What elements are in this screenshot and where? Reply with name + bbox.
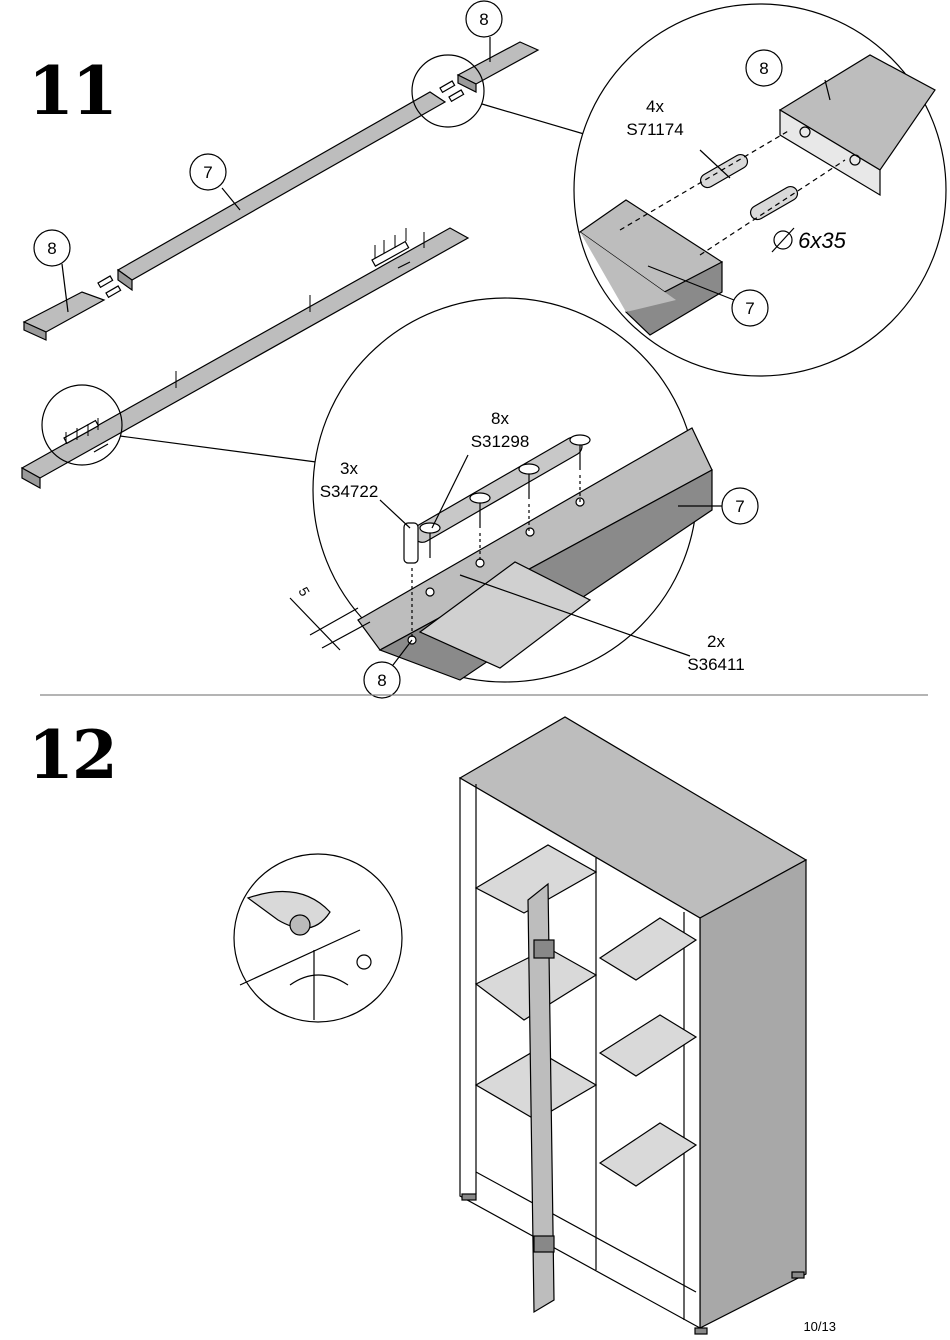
- page-number: 10/13: [803, 1319, 836, 1334]
- dowel-code: S71174: [626, 120, 683, 139]
- end-piece-part-8-top: [456, 41, 540, 93]
- callout-8-zoom2: 8: [377, 671, 386, 690]
- tiny-screws: [65, 228, 425, 444]
- rail-assembled: [20, 227, 470, 490]
- detail-circle-small-top: [411, 54, 485, 128]
- callout-7-zoom: 7: [745, 299, 754, 318]
- callout-8-zoom: 8: [759, 59, 768, 78]
- zoom-detail-dowel: [573, 3, 947, 377]
- dowel-size: 6x35: [798, 228, 846, 253]
- cabinet: [458, 716, 808, 1335]
- callout-8-top: 8: [479, 10, 488, 29]
- plate-code: S36411: [687, 655, 744, 674]
- callout-8-left: 8: [47, 239, 56, 258]
- rail-part-7: [116, 91, 447, 292]
- zoom-detail-screws: [289, 297, 722, 683]
- hinge-detail: [233, 853, 403, 1023]
- callout-7-rail: 7: [203, 163, 212, 182]
- screw-qty: 8x: [491, 409, 509, 428]
- dowels-small: [97, 80, 465, 299]
- step-12-number: 12: [28, 716, 118, 794]
- dowel-qty: 4x: [646, 97, 664, 116]
- step-11-number: 11: [28, 52, 118, 130]
- cam-qty: 3x: [340, 459, 358, 478]
- end-piece-part-8-left: [22, 291, 106, 341]
- screw-code: S31298: [471, 432, 530, 451]
- plate-qty: 2x: [707, 632, 725, 651]
- callout-7-zoom2: 7: [735, 497, 744, 516]
- offset-dimension: 5: [295, 584, 313, 599]
- cam-code: S34722: [320, 482, 379, 501]
- detail-circle-small-left: [41, 384, 123, 466]
